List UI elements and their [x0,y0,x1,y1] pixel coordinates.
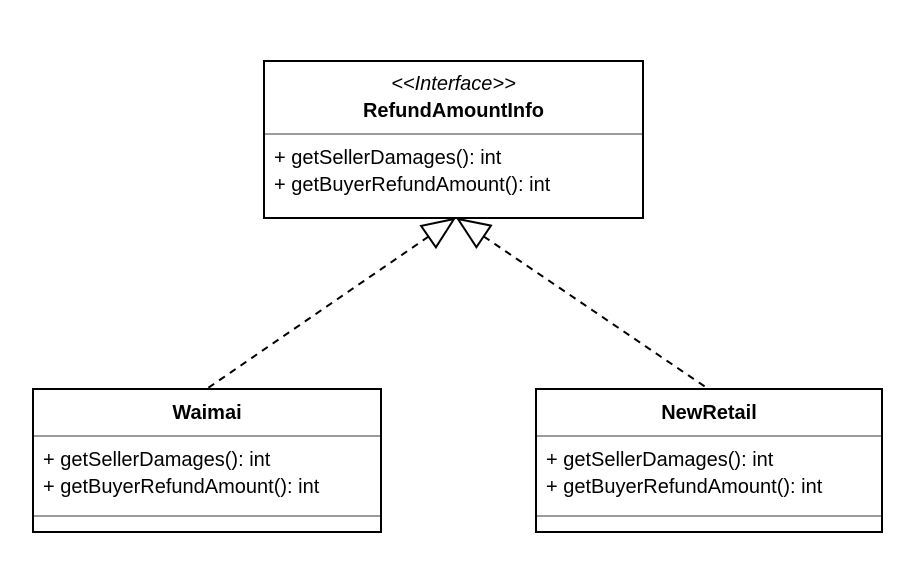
dashed-realization-line [207,235,430,389]
waimai-methods-compartment: + getSellerDamages(): int + getBuyerRefu… [34,435,380,515]
hollow-triangle-arrowhead-icon [419,217,457,250]
interface-methods-compartment: + getSellerDamages(): int + getBuyerRefu… [265,133,642,217]
dashed-realization-line [483,235,708,389]
method-getsellerdamages: + getSellerDamages(): int [546,449,774,471]
newretail-empty-compartment [537,515,881,531]
hollow-triangle-arrowhead-icon [455,217,493,250]
waimai-empty-compartment [34,515,380,531]
interface-stereotype: <<Interface>> [391,72,516,95]
method-getbuyerrefundamount: + getBuyerRefundAmount(): int [274,174,551,196]
realization-newretail-to-interface [455,217,708,389]
realization-waimai-to-interface [207,217,457,389]
waimai-name: Waimai [172,401,242,424]
interface-name: RefundAmountInfo [362,99,545,122]
method-getbuyerrefundamount: + getBuyerRefundAmount(): int [43,476,320,498]
class-box-waimai: Waimai + getSellerDamages(): int + getBu… [32,388,382,533]
newretail-name: NewRetail [661,401,757,424]
method-getsellerdamages: + getSellerDamages(): int [274,147,502,169]
waimai-title-compartment: Waimai [34,390,380,435]
class-box-refundamountinfo: <<Interface>> RefundAmountInfo + getSell… [263,60,644,219]
newretail-methods-compartment: + getSellerDamages(): int + getBuyerRefu… [537,435,881,515]
newretail-title-compartment: NewRetail [537,390,881,435]
method-getbuyerrefundamount: + getBuyerRefundAmount(): int [546,476,823,498]
interface-title-compartment: <<Interface>> RefundAmountInfo [265,62,642,133]
method-getsellerdamages: + getSellerDamages(): int [43,449,271,471]
class-box-newretail: NewRetail + getSellerDamages(): int + ge… [535,388,883,533]
